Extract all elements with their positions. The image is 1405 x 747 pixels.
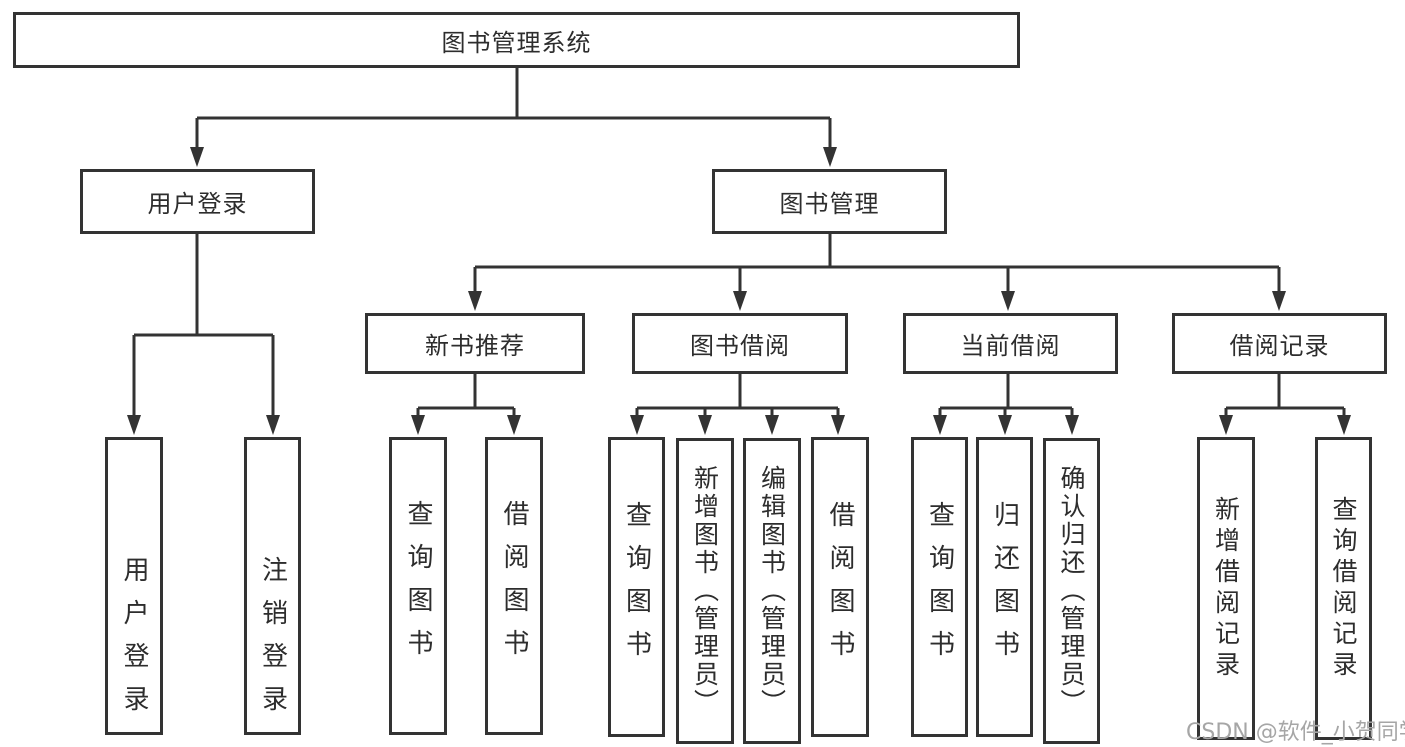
leaf-label: 借阅图书: [499, 500, 529, 672]
leaf-label: 查询图书: [403, 500, 433, 672]
leaf-add-borrow-record: 新增借阅记录: [1197, 437, 1255, 740]
leaf-query-books-current: 查询图书: [911, 437, 968, 737]
node-user-login: 用户登录: [80, 169, 315, 234]
leaf-query-books-borrow: 查询图书: [608, 437, 665, 737]
node-label: 图书借阅: [690, 332, 790, 360]
node-label: 用户登录: [147, 190, 248, 218]
node-book-borrowing: 图书借阅: [632, 313, 848, 374]
leaf-label: 新增图书（管理员）: [690, 465, 720, 717]
leaf-label: 新增借阅记录: [1211, 495, 1241, 682]
leaf-label: 查询借阅记录: [1329, 495, 1358, 682]
node-current-borrowing: 当前借阅: [903, 313, 1118, 374]
leaf-label: 注销登录: [257, 556, 288, 728]
leaf-label: 用户登录: [119, 556, 149, 728]
leaf-confirm-return-admin: 确认归还（管理员）: [1043, 438, 1100, 744]
leaf-label: 查询图书: [621, 501, 652, 673]
node-new-book-recommend: 新书推荐: [365, 313, 585, 374]
node-library-system: 图书管理系统: [13, 12, 1020, 68]
node-label: 当前借阅: [960, 332, 1061, 360]
leaf-borrow-books-recommend: 借阅图书: [485, 437, 543, 735]
leaf-label: 查询图书: [924, 501, 955, 673]
node-label: 图书管理: [779, 190, 880, 218]
node-label: 图书管理系统: [441, 28, 592, 57]
csdn-watermark: CSDN @软件_小贺同学: [1186, 720, 1405, 745]
leaf-label: 归还图书: [989, 501, 1020, 673]
leaf-query-borrow-record: 查询借阅记录: [1315, 437, 1372, 740]
leaf-return-books: 归还图书: [976, 437, 1033, 737]
leaf-logout: 注销登录: [244, 437, 301, 735]
leaf-user-login: 用户登录: [105, 437, 163, 735]
node-label: 借阅记录: [1229, 332, 1330, 360]
leaf-edit-books-admin: 编辑图书（管理员）: [743, 438, 801, 744]
node-book-management: 图书管理: [712, 169, 947, 234]
leaf-label: 借阅图书: [825, 501, 855, 673]
leaf-query-books-recommend: 查询图书: [389, 437, 447, 735]
leaf-label: 确认归还（管理员）: [1057, 465, 1086, 717]
leaf-borrow-books: 借阅图书: [811, 437, 869, 737]
leaf-label: 编辑图书（管理员）: [757, 465, 787, 717]
node-borrowing-records: 借阅记录: [1172, 313, 1387, 374]
node-label: 新书推荐: [425, 332, 525, 360]
leaf-add-books-admin: 新增图书（管理员）: [676, 438, 734, 744]
